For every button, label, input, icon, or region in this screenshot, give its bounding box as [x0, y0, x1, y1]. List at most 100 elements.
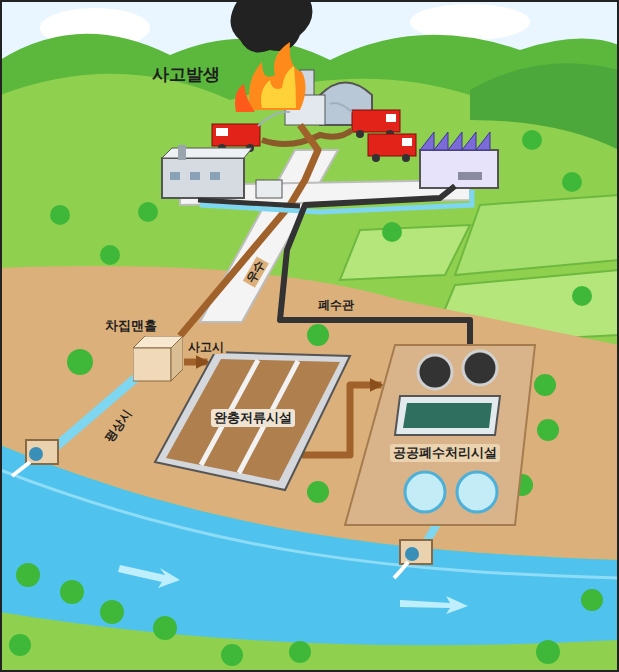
trees	[9, 130, 603, 666]
fire-trucks	[352, 110, 400, 132]
left-factory	[162, 158, 244, 198]
smoke	[230, 0, 312, 52]
fire-trucks	[368, 134, 416, 156]
pipe-connector	[184, 359, 208, 366]
left-factory	[178, 145, 186, 160]
accident-label: 사고발생	[150, 64, 222, 84]
trees	[307, 481, 329, 503]
fire-trucks	[386, 114, 396, 122]
left-factory	[210, 172, 220, 180]
river	[0, 445, 619, 645]
left-factory	[190, 172, 200, 180]
shape-part	[171, 336, 183, 381]
normal-flow-pipe	[52, 376, 138, 450]
right-factory	[420, 132, 490, 150]
trees	[67, 349, 93, 375]
normal-flow-pipe	[26, 440, 58, 464]
node-label: 차집맨홀	[105, 318, 183, 334]
fire-trucks	[372, 154, 380, 162]
discharge-pipe	[394, 562, 408, 578]
trees	[100, 600, 124, 624]
node-label: 완충저류시설	[211, 409, 295, 427]
fire	[249, 42, 306, 110]
river	[0, 470, 619, 578]
shape-part	[463, 351, 497, 385]
trees	[537, 419, 559, 441]
trees	[60, 580, 84, 604]
trees	[9, 634, 31, 656]
fire-trucks	[216, 128, 228, 136]
fields	[455, 195, 619, 275]
node-label: 공공폐수처리시설	[390, 444, 500, 462]
shape-part	[155, 352, 350, 490]
fire	[235, 84, 255, 112]
plant-shape	[345, 340, 535, 530]
fire-trucks	[356, 130, 364, 138]
smoke	[230, 0, 312, 52]
discharge-pipe	[400, 540, 432, 564]
wastewater-pipe	[280, 186, 470, 346]
trees	[581, 589, 603, 611]
trees	[16, 563, 40, 587]
fire-trucks	[212, 124, 260, 146]
left-factory	[256, 180, 282, 198]
trees	[536, 640, 560, 664]
shape-part	[345, 345, 535, 525]
trees	[522, 130, 542, 150]
trees	[572, 286, 592, 306]
discharge-pipe	[394, 522, 438, 578]
trees	[534, 374, 556, 396]
shape-part	[405, 472, 445, 512]
manhole-shape	[133, 336, 183, 382]
fire	[235, 42, 306, 112]
hills	[470, 63, 619, 150]
trees	[221, 644, 243, 666]
hills	[0, 74, 619, 672]
river	[400, 596, 468, 614]
discharge-pipe	[405, 547, 419, 561]
shape-part	[403, 403, 492, 428]
trees	[307, 324, 329, 346]
wastewater-pipe	[198, 200, 300, 206]
left-factory	[162, 148, 252, 158]
normal-flow-pipe	[12, 462, 30, 476]
wastewater-pipe-label: 폐수관	[316, 298, 356, 312]
trees	[50, 205, 70, 225]
shape-part	[166, 359, 340, 481]
fire-trucks	[402, 138, 412, 146]
sky	[410, 4, 530, 40]
trees	[382, 222, 402, 242]
left-factory	[170, 172, 180, 180]
fire-trucks	[258, 112, 290, 126]
fields	[340, 225, 470, 280]
shape-part	[395, 396, 500, 435]
fire-trucks	[402, 154, 410, 162]
right-factory	[458, 172, 482, 180]
buffer-storage-basin: 완충저류시설	[155, 350, 355, 492]
trees	[153, 616, 177, 640]
river	[118, 565, 180, 588]
shape-part	[133, 348, 171, 381]
trees	[138, 202, 158, 222]
right-factory	[420, 150, 498, 188]
left-factory	[162, 145, 282, 198]
normal-flow-label: 평상시	[101, 406, 135, 447]
hills	[0, 34, 619, 672]
trees	[289, 641, 311, 663]
shape-part	[457, 472, 497, 512]
edge-label: 사고시	[186, 340, 226, 354]
normal-flow-pipe	[12, 376, 138, 476]
shape-part	[418, 355, 452, 389]
river	[0, 445, 619, 645]
wastewater-pipe	[198, 186, 470, 346]
fire-trucks	[330, 103, 352, 112]
collection-manhole: 차집맨홀	[105, 318, 183, 382]
stormwater-label: 우수	[243, 256, 269, 287]
